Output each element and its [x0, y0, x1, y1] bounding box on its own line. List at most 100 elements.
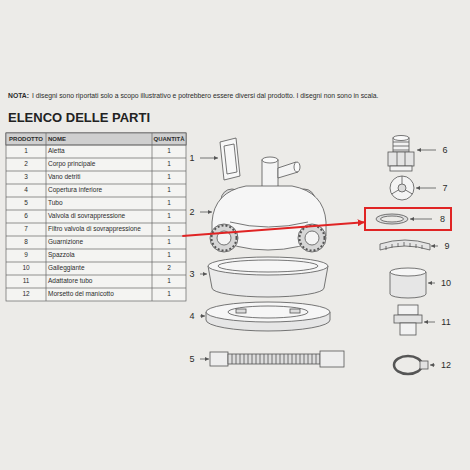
table-cell: Filtro valvola di sovrappressione	[46, 223, 152, 236]
note-label: NOTA:	[8, 92, 29, 100]
leader-lines	[200, 212, 212, 213]
leader-lines	[200, 359, 209, 360]
table-cell: 3	[6, 171, 46, 184]
callout-arrow	[182, 222, 364, 236]
table-cell: 1	[152, 210, 186, 223]
leader-lines	[424, 322, 435, 323]
debris-container-part	[208, 257, 328, 297]
highlighted-table-row: 8Guarnizione1	[6, 236, 186, 249]
gasket-part	[376, 214, 408, 224]
table-cell: 1	[152, 275, 186, 288]
table-cell: 11	[6, 275, 46, 288]
gasket-part	[376, 214, 408, 224]
table-cell: Adattatore tubo	[46, 275, 152, 288]
table-cell: 1	[152, 223, 186, 236]
table-cell: 8	[6, 236, 46, 249]
table-grid	[6, 133, 186, 301]
table-grid	[6, 210, 186, 211]
table-grid	[6, 223, 186, 224]
hose-part	[320, 351, 344, 367]
bottom-cover-part	[236, 309, 246, 313]
main-body-part	[212, 186, 326, 250]
flap-part	[220, 138, 240, 180]
flap-part	[224, 144, 237, 174]
table-cell: Corpo principale	[46, 158, 152, 171]
main-body-part	[294, 162, 300, 172]
callout-number: 1	[189, 154, 194, 163]
table-grid	[6, 262, 186, 263]
leader-lines	[200, 274, 207, 275]
highlight-box: 8	[364, 207, 452, 231]
main-body-part	[212, 226, 237, 251]
main-body-part	[262, 160, 278, 190]
table-grid	[6, 288, 186, 289]
main-body-part	[305, 231, 319, 245]
note-text: I disegni sono riportati solo a scopo il…	[32, 92, 378, 100]
table-grid	[152, 133, 153, 301]
main-body-part	[210, 224, 238, 252]
pressure-valve-part	[388, 136, 414, 172]
table-cell: Vano detriti	[46, 171, 152, 184]
hose-clamp-part	[394, 356, 422, 374]
float-part	[390, 268, 426, 298]
table-cell: Aletta	[46, 145, 152, 158]
table-cell: 1	[152, 158, 186, 171]
callout-number: 7	[442, 184, 447, 193]
hose-part	[210, 352, 228, 366]
valve-filter-part	[390, 176, 414, 200]
callout-number: 10	[441, 279, 451, 288]
hose-adapter-part	[400, 323, 416, 335]
brush-part	[380, 240, 430, 250]
table-cell: Guarnizione	[46, 236, 152, 249]
leader-lines	[200, 158, 218, 159]
pressure-valve-part	[388, 152, 414, 166]
table-cell: 9	[6, 249, 46, 262]
leader-lines	[200, 150, 438, 365]
callout-number: 6	[442, 146, 447, 155]
debris-container-part	[208, 257, 328, 275]
table-header: NOME	[46, 133, 152, 145]
callout-number: 9	[444, 242, 449, 251]
pressure-valve-part	[390, 166, 412, 171]
callout-number: 5	[189, 355, 194, 364]
table-grid	[6, 171, 186, 172]
table-cell: 2	[6, 158, 46, 171]
callout-number: 3	[189, 270, 194, 279]
table-cell: 1	[152, 171, 186, 184]
brush-part	[386, 242, 422, 250]
table-grid	[6, 275, 186, 276]
table-cell: 5	[6, 197, 46, 210]
float-part	[390, 268, 426, 276]
table-cell: 7	[6, 223, 46, 236]
table-grid	[6, 133, 186, 145]
pressure-valve-part	[397, 152, 405, 166]
table-grid	[46, 133, 47, 301]
table-cell: 1	[152, 236, 186, 249]
gasket-part	[381, 216, 404, 222]
main-body-part	[230, 222, 308, 227]
pressure-valve-part	[393, 136, 409, 141]
table-cell: Galleggiante	[46, 262, 152, 275]
table-header: PRODOTTO	[6, 133, 46, 145]
table-grid	[6, 249, 186, 250]
table-grid	[6, 236, 186, 237]
leader-lines	[416, 188, 436, 189]
debris-container-part	[218, 260, 318, 272]
valve-filter-part	[392, 176, 413, 194]
flap-part	[220, 138, 240, 180]
table-cell: Copertura inferiore	[46, 184, 152, 197]
hose-clamp-part	[420, 361, 428, 369]
hose-adapter-part	[394, 315, 422, 323]
callout-number: 2	[189, 208, 194, 217]
table-grid	[6, 197, 186, 198]
callout-number: 11	[441, 318, 450, 327]
leader-lines	[417, 150, 436, 151]
callout-number: 12	[441, 361, 451, 370]
callout-number: 4	[189, 312, 194, 321]
table-grid	[6, 145, 186, 146]
table-cell: 10	[6, 262, 46, 275]
table-grid	[6, 184, 186, 185]
